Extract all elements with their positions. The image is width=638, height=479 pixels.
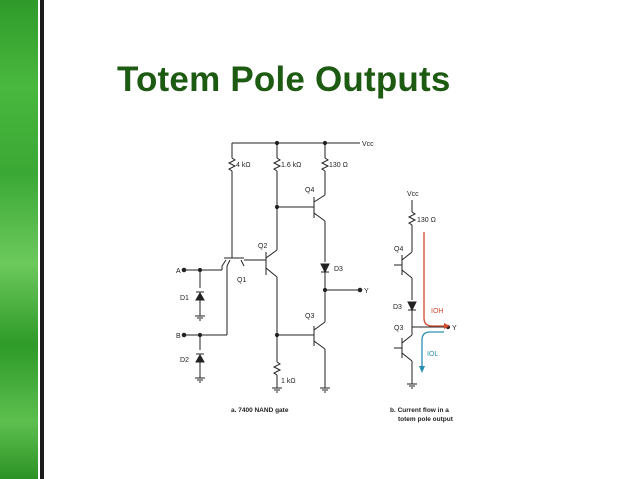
vcc-label-b: Vcc: [407, 191, 419, 198]
caption-b-line1: b. Current flow in a: [390, 407, 449, 414]
output-y-label-b: Y: [452, 325, 457, 332]
d3-label-a: D3: [334, 266, 343, 273]
iol-current-arrow: [419, 331, 444, 373]
caption-a: a. 7400 NAND gate: [231, 407, 289, 414]
input-a-label: A: [176, 268, 181, 275]
d2-label: D2: [180, 357, 189, 364]
caption-b-line2: totem pole output: [398, 416, 454, 423]
iol-label: IOL: [427, 351, 438, 358]
r4-label: 1 kΩ: [281, 378, 296, 385]
r3-label-b: 130 Ω: [417, 217, 436, 224]
q4-label-a: Q4: [305, 187, 314, 194]
sidebar-divider: [40, 0, 44, 479]
q3-label-a: Q3: [305, 313, 314, 320]
q2-label: Q2: [258, 243, 267, 250]
r3-label: 130 Ω: [329, 162, 348, 169]
d1-label: D1: [180, 295, 189, 302]
q3-label-b: Q3: [394, 325, 403, 332]
input-b-label: B: [176, 333, 181, 340]
sidebar-decoration: [0, 0, 38, 479]
q4-label-b: Q4: [394, 246, 403, 253]
output-y-label-a: Y: [364, 288, 369, 295]
vcc-label-a: Vcc: [362, 141, 374, 148]
r1-label: 4 kΩ: [236, 162, 251, 169]
slide-title: Totem Pole Outputs: [117, 60, 451, 99]
ioh-current-arrow: [423, 232, 450, 329]
q1-label: Q1: [237, 277, 246, 284]
d3-label-b: D3: [393, 304, 402, 311]
ioh-label: IOH: [431, 308, 443, 315]
r2-label: 1.6 kΩ: [281, 162, 301, 169]
